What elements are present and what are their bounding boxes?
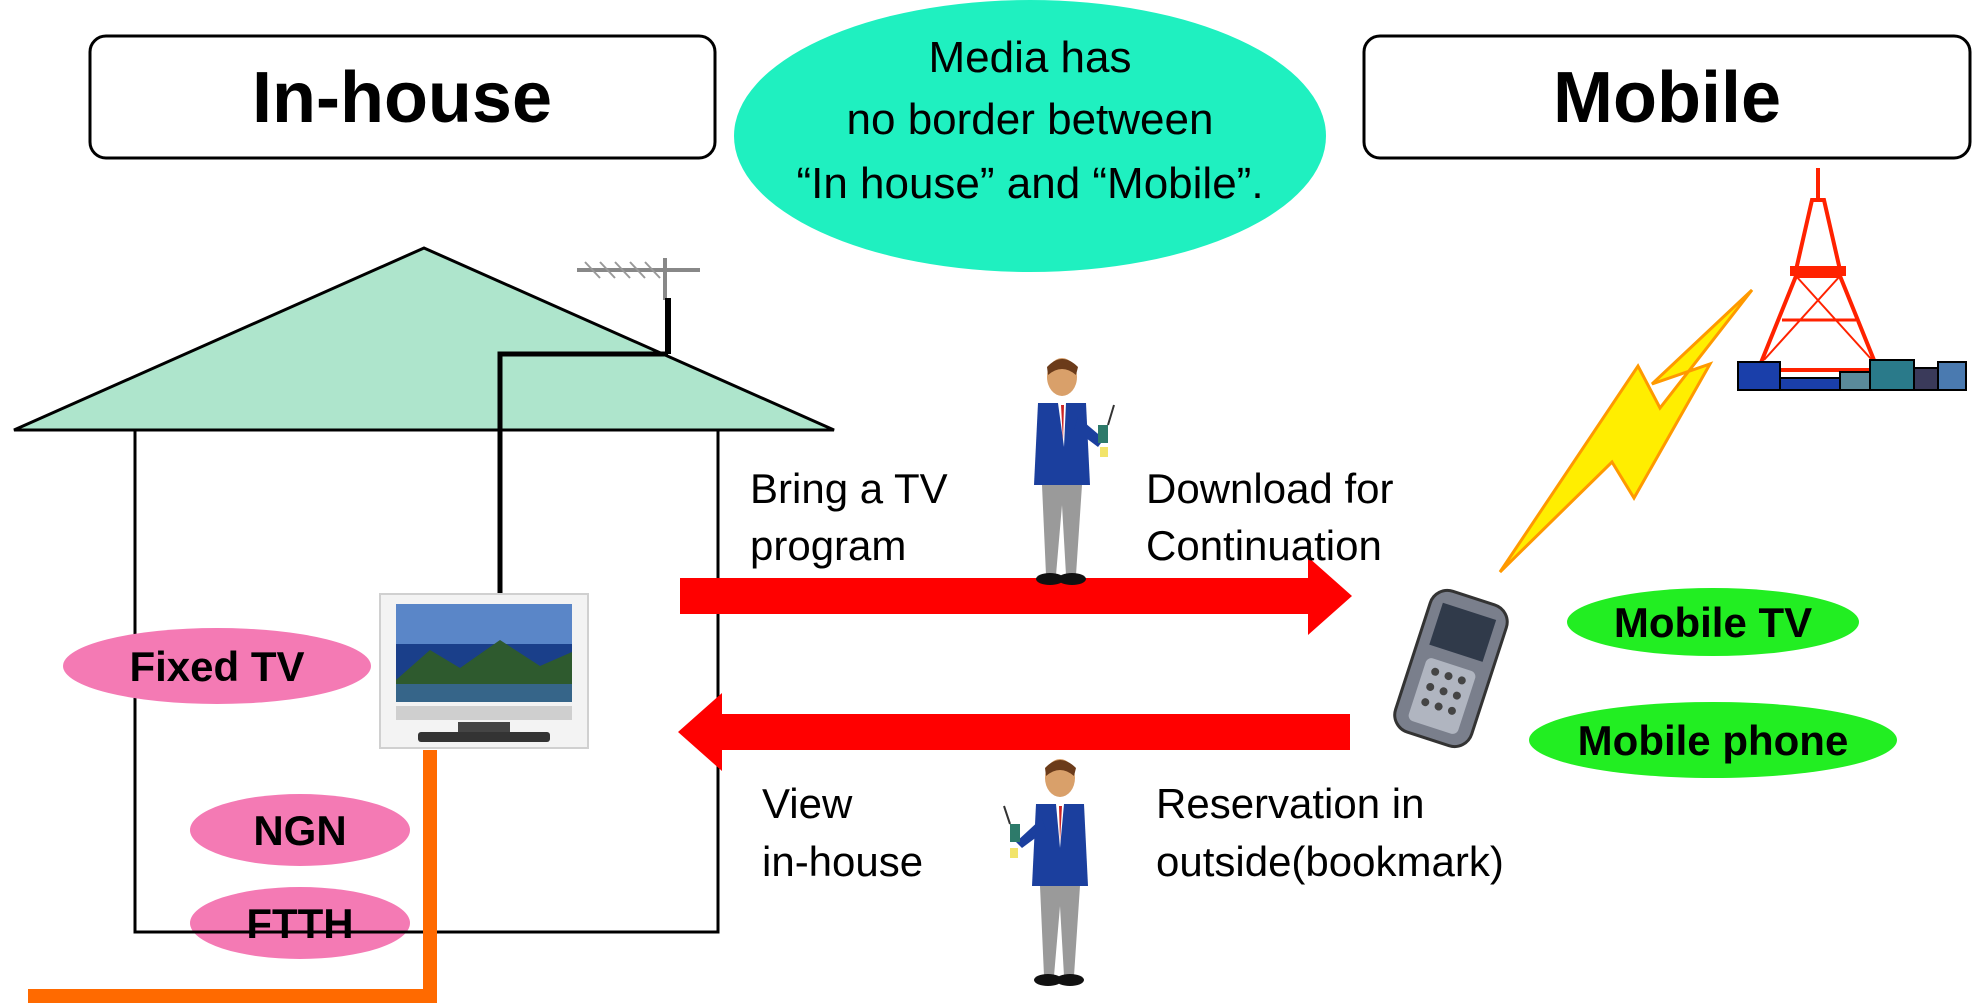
mobile-tv-label: Mobile TV bbox=[1567, 588, 1859, 656]
antenna-cable bbox=[497, 351, 668, 594]
fixed-tv-label: Fixed TV bbox=[63, 628, 371, 704]
mobile-header-label: Mobile bbox=[1553, 58, 1781, 138]
fixed-tv-icon bbox=[379, 593, 589, 749]
ftth-fiber-line bbox=[28, 750, 437, 1003]
media-border-bubble: Media has no border between “In house” a… bbox=[734, 0, 1326, 272]
fixed-tv-label-text: Fixed TV bbox=[129, 643, 304, 690]
mobile-phone-label-text: Mobile phone bbox=[1578, 717, 1849, 764]
person-with-mobile-icon bbox=[1034, 358, 1115, 585]
lightning-signal-icon bbox=[1498, 288, 1754, 574]
download-caption-line-1: Download for bbox=[1146, 465, 1393, 512]
download-caption-line-2: Continuation bbox=[1146, 522, 1382, 569]
mobile-header: Mobile bbox=[1362, 34, 1972, 160]
person-with-mobile-icon-2 bbox=[1003, 759, 1088, 986]
view-arrow bbox=[678, 693, 1350, 771]
view-caption-line-2: in-house bbox=[762, 838, 923, 885]
in-house-header-label: In-house bbox=[252, 58, 552, 138]
bubble-line-3: “In house” and “Mobile”. bbox=[796, 159, 1263, 208]
reservation-caption-line-2: outside(bookmark) bbox=[1156, 838, 1504, 885]
ftth-label: FTTH bbox=[190, 887, 410, 959]
bubble-line-1: Media has bbox=[928, 33, 1131, 82]
ngn-label: NGN bbox=[190, 794, 410, 866]
in-house-header: In-house bbox=[88, 34, 717, 160]
bring-caption-line-1: Bring a TV bbox=[750, 465, 948, 512]
house-roof bbox=[13, 246, 835, 432]
reservation-caption-line-1: Reservation in bbox=[1156, 780, 1424, 827]
mobile-phone-icon bbox=[1393, 588, 1509, 749]
broadcast-tower-icon bbox=[1737, 168, 1967, 391]
mobile-tv-label-text: Mobile TV bbox=[1614, 599, 1812, 646]
mobile-phone-label: Mobile phone bbox=[1529, 702, 1897, 778]
download-arrow bbox=[680, 557, 1352, 635]
ngn-label-text: NGN bbox=[253, 807, 346, 854]
view-caption-line-1: View bbox=[762, 780, 853, 827]
bubble-line-2: no border between bbox=[847, 95, 1214, 144]
ftth-label-text: FTTH bbox=[246, 900, 353, 947]
bring-caption-line-2: program bbox=[750, 522, 906, 569]
antenna-icon bbox=[577, 258, 700, 354]
